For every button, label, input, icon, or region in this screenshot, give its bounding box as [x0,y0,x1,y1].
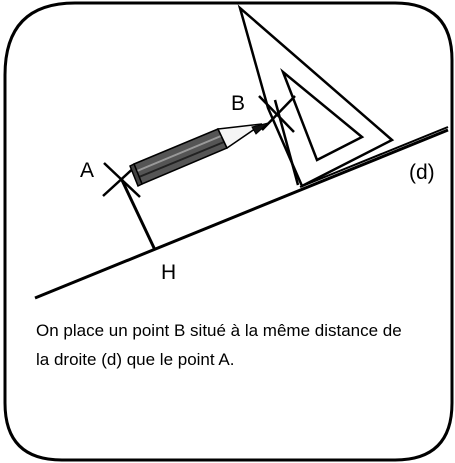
rounded-frame [3,1,454,462]
pencil-icon [129,122,269,188]
line-d-shadow [299,126,449,188]
caption-text: On place un point B situé à la même dist… [36,321,402,369]
line-d [34,128,449,300]
segment-ah [119,177,157,251]
label-point-b: B [231,92,245,115]
label-line-d: (d) [409,161,435,184]
set-square-hole [280,68,365,162]
label-point-a: A [80,159,94,182]
label-point-h: H [161,261,176,284]
point-b-cross [258,95,296,133]
